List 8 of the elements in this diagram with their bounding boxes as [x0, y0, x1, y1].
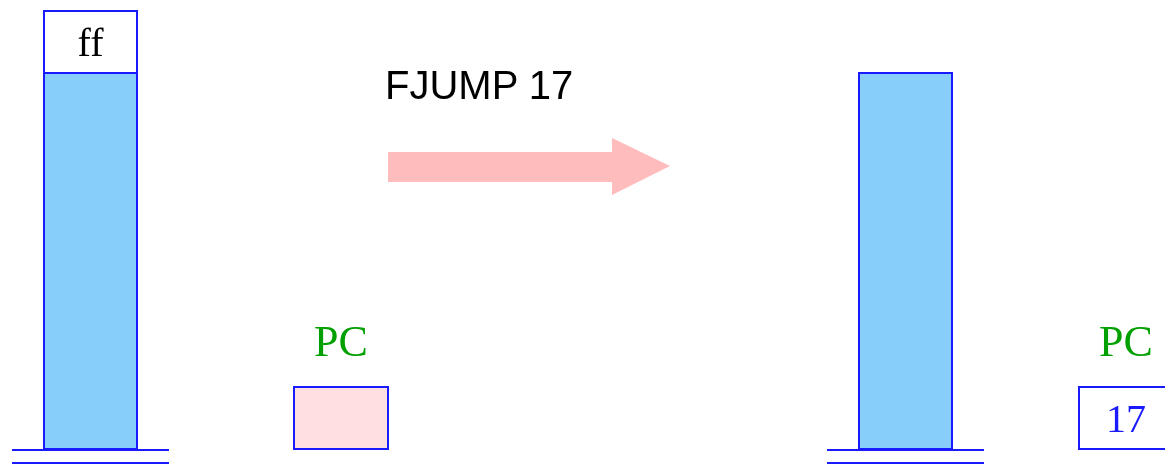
stack-column	[43, 10, 138, 450]
register-label: PC	[313, 316, 369, 367]
register-box	[293, 386, 389, 450]
instruction-label: FJUMP 17	[385, 63, 574, 108]
register-box: 17	[1078, 386, 1165, 450]
stack-cell: ff	[43, 10, 138, 74]
register-label: PC	[1098, 316, 1154, 367]
stack-column	[858, 72, 953, 450]
